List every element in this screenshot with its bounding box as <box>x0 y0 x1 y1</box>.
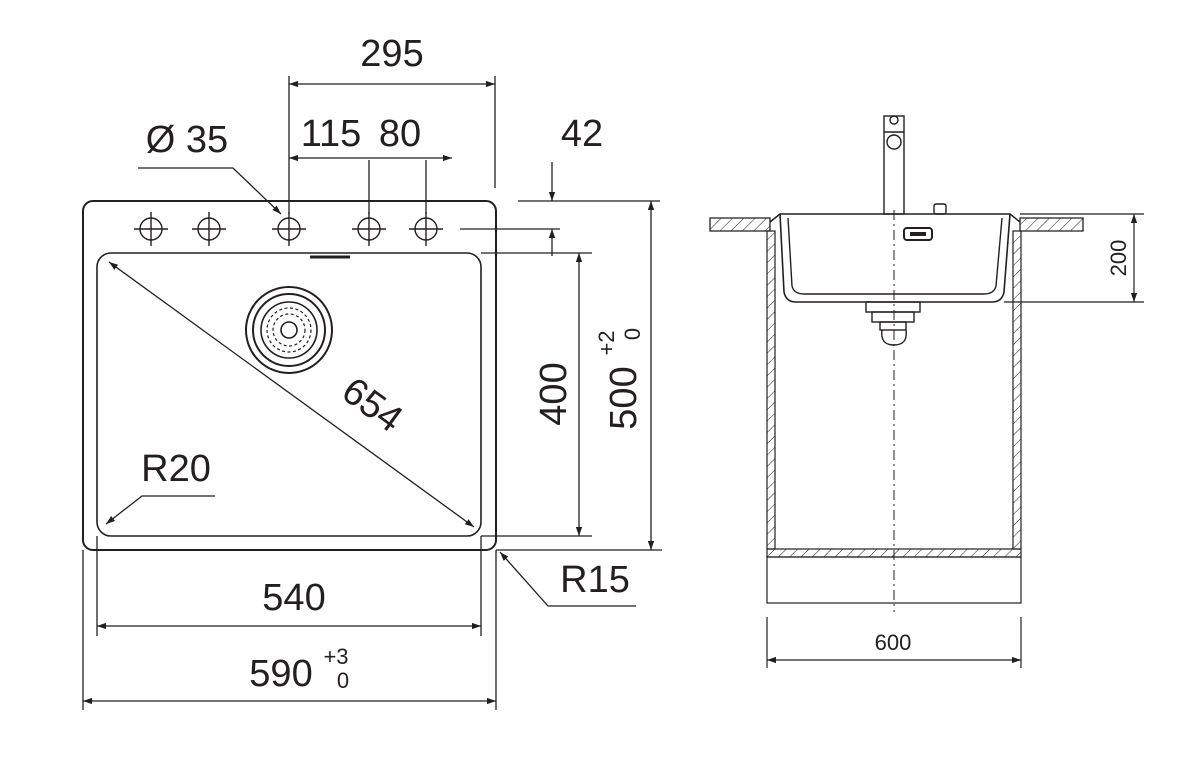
drain-trap <box>865 301 921 346</box>
dim-overall-length: 500 <box>603 366 645 429</box>
dim-width-top: 295 <box>360 33 423 75</box>
dim-overall-length-tol-lower: 0 <box>620 328 645 340</box>
dim-deck-offset: 42 <box>561 113 603 155</box>
worktop-left <box>709 217 771 232</box>
dim-hole-spacing-2: 80 <box>379 113 421 155</box>
dim-inner-radius: R20 <box>141 448 211 490</box>
sink-bowl-inner <box>787 217 1003 295</box>
dim-overall-width: 590 <box>249 653 312 695</box>
tap-hole-icon <box>352 212 386 246</box>
drain-strainer-icon <box>245 286 333 374</box>
worktop-right <box>1019 217 1084 232</box>
dim-bowl-width: 540 <box>262 577 325 619</box>
overflow-icon <box>903 227 933 241</box>
bowl-outline <box>96 252 482 537</box>
dim-hole-spacing-1: 115 <box>301 113 362 155</box>
dim-overall-length-tol-upper: +2 <box>594 330 619 355</box>
sink-rim <box>769 213 1021 223</box>
sink-bowl-outer <box>779 213 1011 303</box>
faucet-icon <box>883 115 947 215</box>
dim-hole-diameter: Ø 35 <box>146 119 228 161</box>
tap-hole-icon <box>192 212 226 246</box>
dim-bowl-length: 400 <box>533 362 575 425</box>
side-view: 200 600 <box>709 115 1144 668</box>
dim-bowl-diagonal: 654 <box>334 370 410 441</box>
top-view: 295 115 80 Ø 35 42 400 500 +2 0 654 R2 <box>82 33 662 710</box>
dim-bowl-depth: 200 <box>1106 240 1131 277</box>
dim-cabinet-width: 600 <box>875 630 912 655</box>
tap-hole-icon <box>134 212 168 246</box>
tap-hole-icon <box>409 212 443 246</box>
dim-overall-width-tol-upper: +3 <box>323 644 348 669</box>
dim-outer-radius: R15 <box>560 559 630 601</box>
cabinet-wall-right <box>1012 230 1022 550</box>
cabinet-wall-left <box>766 230 776 550</box>
dim-overall-width-tol-lower: 0 <box>337 668 349 693</box>
tap-hole-icon <box>272 212 306 246</box>
